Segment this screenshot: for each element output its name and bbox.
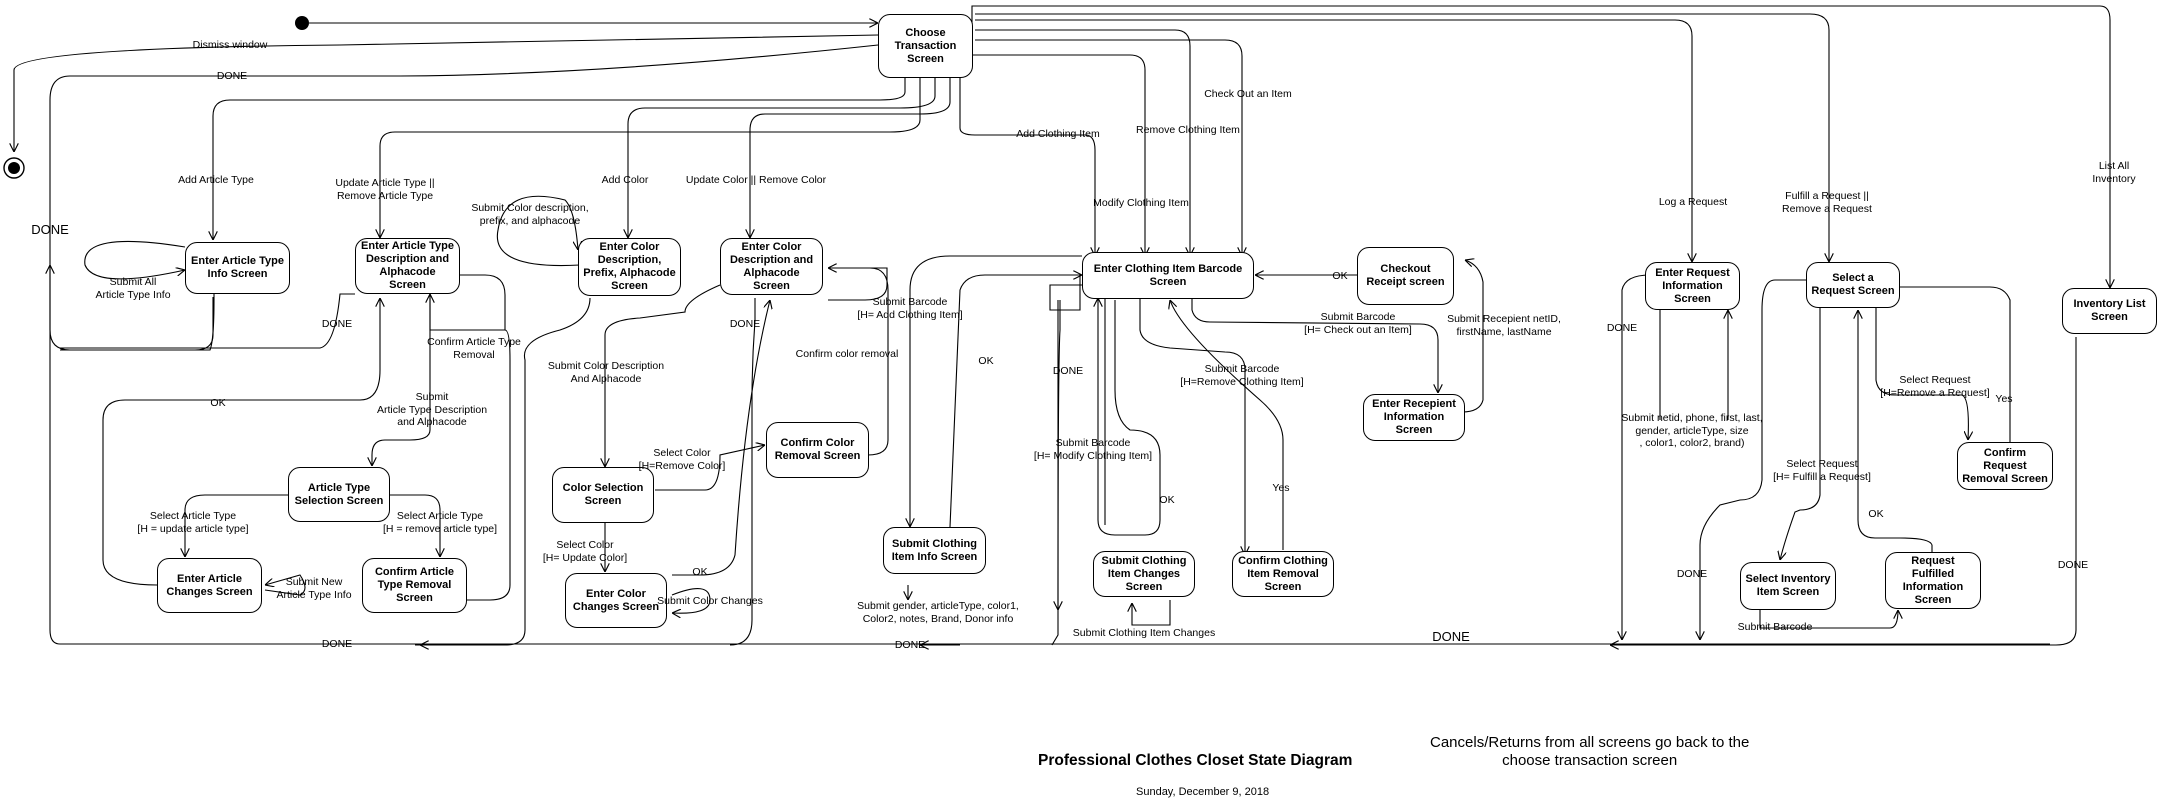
label-fulfill-request: Fulfill a Request || Remove a Request bbox=[1782, 190, 1872, 215]
label-done-bottom-left: DONE bbox=[321, 638, 353, 650]
select-request-node: Select a Request Screen bbox=[1806, 262, 1900, 308]
label-submit-barcode-checkout: Submit Barcode [H= Check out an Item] bbox=[1304, 311, 1412, 336]
label-submit-barcode-inventory: Submit Barcode bbox=[1737, 621, 1813, 633]
label-submit-recipient: Submit Recepient netID, firstName, lastN… bbox=[1447, 313, 1561, 338]
label-submit-netid: Submit netid, phone, first, last, gender… bbox=[1621, 412, 1763, 449]
label-select-article-update: Select Article Type [H = update article … bbox=[137, 510, 249, 535]
label-select-request-remove: Select Request [H=Remove a Request] bbox=[1880, 374, 1990, 399]
color-selection-node: Color Selection Screen bbox=[552, 467, 654, 523]
label-select-color-remove: Select Color [H=Remove Color] bbox=[638, 447, 726, 472]
label-submit-color-desc: Submit Color description, prefix, and al… bbox=[471, 202, 589, 227]
label-ok-clothing: OK bbox=[978, 355, 994, 367]
label-ok-request: OK bbox=[1868, 508, 1884, 520]
label-update-article-type: Update Article Type || Remove Article Ty… bbox=[335, 177, 435, 202]
article-type-selection-node: Article Type Selection Screen bbox=[288, 467, 390, 522]
request-fulfilled-node: Request Fulfilled Information Screen bbox=[1885, 552, 1981, 609]
label-add-article-type: Add Article Type bbox=[178, 174, 254, 186]
label-confirm-color-removal: Confirm color removal bbox=[795, 348, 899, 360]
label-submit-new-article: Submit New Article Type Info bbox=[276, 576, 352, 601]
label-done-bottom-big: DONE bbox=[1432, 629, 1470, 644]
transition-lines bbox=[14, 5, 2110, 645]
label-submit-barcode-remove: Submit Barcode [H=Remove Clothing Item] bbox=[1180, 363, 1304, 388]
label-select-color-update: Select Color [H= Update Color] bbox=[542, 539, 628, 564]
label-done-request: DONE bbox=[1606, 322, 1638, 334]
label-done-mid: DONE bbox=[1052, 365, 1084, 377]
confirm-request-removal-node: Confirm Request Removal Screen bbox=[1957, 442, 2053, 490]
label-update-color: Update Color || Remove Color bbox=[685, 174, 827, 186]
label-done-left-big: DONE bbox=[31, 222, 69, 237]
label-select-article-remove: Select Article Type [H = remove article … bbox=[382, 510, 498, 535]
label-confirm-article-removal: Confirm Article Type Removal bbox=[427, 336, 521, 361]
enter-color-changes-node: Enter Color Changes Screen bbox=[565, 573, 667, 628]
label-add-clothing-item: Add Clothing Item bbox=[1016, 128, 1100, 140]
label-done-color-desc: DONE bbox=[729, 318, 761, 330]
final-state bbox=[3, 157, 25, 179]
label-log-request: Log a Request bbox=[1658, 196, 1728, 208]
label-submit-barcode-add: Submit Barcode [H= Add Clothing Item] bbox=[857, 296, 963, 321]
label-list-all-inventory: List All Inventory bbox=[2092, 160, 2136, 185]
final-state-dot bbox=[8, 162, 20, 174]
inventory-list-node: Inventory List Screen bbox=[2062, 288, 2157, 334]
enter-request-info-node: Enter Request Information Screen bbox=[1645, 262, 1740, 310]
label-check-out-item: Check Out an Item bbox=[1204, 88, 1292, 100]
checkout-receipt-node: Checkout Receipt screen bbox=[1357, 247, 1454, 305]
confirm-color-removal-node: Confirm Color Removal Screen bbox=[766, 422, 869, 478]
enter-color-desc-alpha-node: Enter Color Description and Alphacode Sc… bbox=[720, 238, 823, 295]
label-submit-article-desc: Submit Article Type Description and Alph… bbox=[376, 391, 488, 428]
label-done-inventory: DONE bbox=[2057, 559, 2089, 571]
label-ok-color: OK bbox=[692, 566, 708, 578]
select-inventory-item-node: Select Inventory Item Screen bbox=[1740, 562, 1836, 610]
label-done-select-request: DONE bbox=[1676, 568, 1708, 580]
label-done-article-desc: DONE bbox=[321, 318, 353, 330]
enter-article-type-info-node: Enter Article Type Info Screen bbox=[185, 242, 290, 294]
label-dismiss-window: Dismiss window bbox=[192, 39, 268, 51]
label-done-bottom-mid: DONE bbox=[894, 639, 926, 651]
enter-recipient-info-node: Enter Recepient Information Screen bbox=[1363, 394, 1465, 441]
label-submit-gender: Submit gender, articleType, color1, Colo… bbox=[857, 600, 1019, 625]
label-remove-clothing-item: Remove Clothing Item bbox=[1136, 124, 1240, 136]
label-submit-color-desc-alpha: Submit Color Description And Alphacode bbox=[547, 360, 665, 385]
enter-color-desc-prefix-node: Enter Color Description, Prefix, Alphaco… bbox=[578, 238, 681, 296]
label-ok-checkout: OK bbox=[1332, 270, 1348, 282]
label-submit-barcode-modify: Submit Barcode [H= Modify Clothing Item] bbox=[1033, 437, 1153, 462]
label-yes-clothing: Yes bbox=[1272, 482, 1290, 494]
label-submit-clothing-changes: Submit Clothing Item Changes bbox=[1072, 627, 1216, 639]
label-done-top: DONE bbox=[216, 70, 248, 82]
diagram-title: Professional Clothes Closet State Diagra… bbox=[1038, 752, 1353, 769]
label-modify-clothing-item: Modify Clothing Item bbox=[1093, 197, 1189, 209]
submit-clothing-changes-node: Submit Clothing Item Changes Screen bbox=[1093, 551, 1195, 597]
label-submit-color-changes: Submit Color Changes bbox=[657, 595, 763, 607]
enter-article-type-desc-node: Enter Article Type Description and Alpha… bbox=[355, 238, 460, 294]
confirm-clothing-removal-node: Confirm Clothing Item Removal Screen bbox=[1232, 551, 1334, 597]
label-yes-request: Yes bbox=[1995, 393, 2013, 405]
submit-clothing-info-node: Submit Clothing Item Info Screen bbox=[883, 527, 986, 574]
label-ok-changes: OK bbox=[1159, 494, 1175, 506]
choose-transaction-node: Choose Transaction Screen bbox=[878, 14, 973, 78]
note: Cancels/Returns from all screens go back… bbox=[1430, 734, 1750, 769]
enter-article-changes-node: Enter Article Changes Screen bbox=[157, 558, 262, 613]
label-submit-all-article: Submit All Article Type Info bbox=[95, 276, 171, 301]
date: Sunday, December 9, 2018 bbox=[1136, 786, 1270, 798]
label-ok-article: OK bbox=[210, 397, 226, 409]
enter-clothing-barcode-node: Enter Clothing Item Barcode Screen bbox=[1082, 252, 1254, 299]
initial-state bbox=[295, 16, 309, 30]
label-add-color: Add Color bbox=[601, 174, 649, 186]
label-select-request-fulfill: Select Request [H= Fulfill a Request] bbox=[1773, 458, 1871, 483]
confirm-article-type-removal-node: Confirm Article Type Removal Screen bbox=[362, 558, 467, 613]
